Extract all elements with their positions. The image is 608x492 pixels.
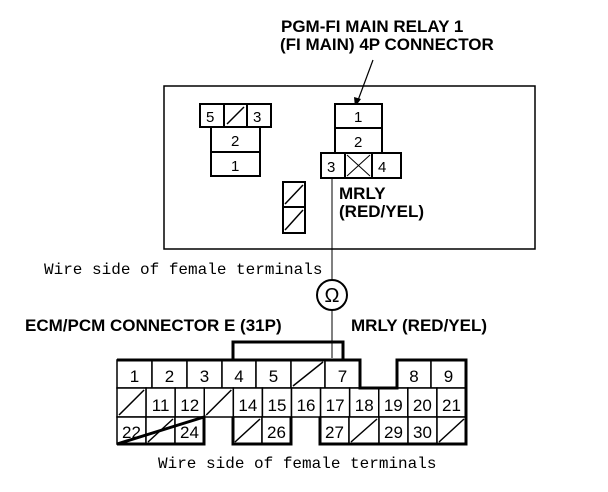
relay-4p-connector (320, 103, 402, 179)
ecm-row1-cell-7-label: 7 (338, 367, 347, 386)
ecm-row2-cell-8-label: 17 (326, 396, 345, 415)
ecm-row1-cell-4-label: 4 (234, 367, 243, 386)
ecm-row1-cell-1-label: 1 (130, 367, 139, 386)
ecm-row2-cell-11 (407, 387, 438, 418)
ecm-row2-cell-7 (290, 387, 322, 418)
ecm-row1-cell-9-label: 9 (444, 367, 453, 386)
ecm-row3-cell-3 (174, 416, 205, 445)
blank-cavity-mark (205, 389, 232, 416)
ecm-row3-cell-6-label: 27 (325, 423, 344, 442)
ecm-row1-cell-9 (430, 359, 467, 389)
ecm-row1-cell-5-label: 5 (269, 367, 278, 386)
ecm-row1-cell-8 (396, 359, 432, 389)
ecm-wire-label: MRLY (RED/YEL) (351, 316, 487, 335)
ecm-row2-cell-12-label: 21 (442, 396, 461, 415)
ecm-row2-cell-9-label: 18 (355, 396, 374, 415)
ecm-lock-tab (231, 340, 345, 360)
ecm-row3-cell-9-label: 30 (413, 423, 432, 442)
ecm-row2-cell-10 (378, 387, 409, 418)
ecm-row2-cell-6-label: 15 (267, 396, 286, 415)
relay-title-line2: (FI MAIN) 4P CONNECTOR (280, 35, 494, 54)
ecm-row1-cell-5 (255, 359, 292, 389)
blank-cavity-mark (118, 389, 145, 416)
ohm-symbol: Ω (325, 285, 340, 307)
small-connector-pin-3: 3 (253, 109, 261, 126)
relay-wire-label-line2: (RED/YEL) (339, 202, 424, 221)
blank-cavity-mark (292, 361, 324, 387)
ecm-row1-cell-7 (324, 359, 361, 389)
ecm-connector-label: ECM/PCM CONNECTOR E (31P) (25, 316, 282, 335)
small-connector-pin-1: 1 (231, 158, 239, 175)
ecm-row3-cell-5-label: 26 (267, 423, 286, 442)
ecm-row3-cell-3-label: 24 (180, 423, 199, 442)
small-connector (199, 103, 272, 177)
leader-arrow-icon (354, 59, 374, 107)
relay-pin-1: 1 (354, 109, 362, 126)
ecm-row1-cell-8-label: 8 (409, 367, 418, 386)
ecm-row2-cell-10-label: 19 (384, 396, 403, 415)
ecm-row3-cell-8-label: 29 (384, 423, 403, 442)
ecm-row2-cell-5-label: 14 (238, 396, 257, 415)
ecm-outline (116, 358, 468, 446)
blank-cavity-mark (234, 418, 261, 443)
blank-cavity-mark (438, 418, 465, 443)
ecm-row2-cell-3-label: 12 (180, 396, 199, 415)
ecm-row2-cell-3 (174, 387, 206, 418)
small-connector-pin-5: 5 (206, 109, 214, 126)
ecm-row2-cell-7-label: 16 (297, 396, 316, 415)
ecm-row1-cell-4 (221, 359, 257, 389)
relay-pin-4: 4 (378, 159, 386, 176)
relay-wire-label-line1: MRLY (339, 184, 386, 203)
small-connector-pin-2: 2 (231, 133, 239, 150)
blank-cavity-mark (350, 418, 378, 443)
wire-side-label-bottom: Wire side of female terminals (158, 455, 436, 473)
ecm-row1-cell-2-label: 2 (165, 367, 174, 386)
wire-side-label-top: Wire side of female terminals (44, 261, 322, 279)
ecm-row2-cell-11-label: 20 (413, 396, 432, 415)
connector-housing-outline (163, 85, 536, 250)
relay-title-line1: PGM-FI MAIN RELAY 1 (281, 17, 463, 36)
relay-pin-2: 2 (354, 134, 362, 151)
relay-pin-3: 3 (327, 159, 335, 176)
ecm-row2-cell-2-label: 11 (152, 396, 170, 415)
blank-cavities (282, 181, 306, 234)
ecm-row1-cell-3-label: 3 (200, 367, 209, 386)
ohmmeter-icon: Ω (316, 279, 348, 311)
